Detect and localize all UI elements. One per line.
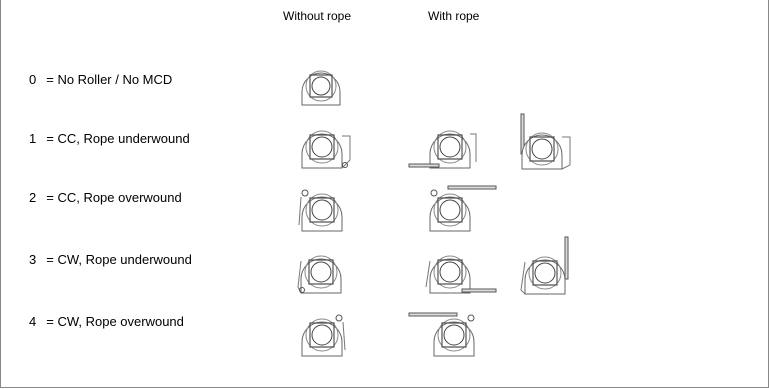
rope-up-left xyxy=(519,236,575,298)
row-label-4: 4= CW, Rope overwound xyxy=(29,314,184,329)
header-without-rope: Without rope xyxy=(283,9,352,23)
cc-roller-symbol xyxy=(298,124,354,170)
rope-over-right xyxy=(426,183,498,235)
rope-under-right xyxy=(422,247,498,299)
rope-over-left xyxy=(408,308,488,360)
row-label-3: 3= CW, Rope underwound xyxy=(29,252,192,267)
cw-overwound-symbol xyxy=(297,310,347,358)
rope-up-right xyxy=(516,113,576,173)
cw-roller-symbol xyxy=(296,247,346,297)
row-label-2: 2= CC, Rope overwound xyxy=(29,190,182,205)
row-label-1: 1= CC, Rope underwound xyxy=(29,131,190,146)
rope-under-left xyxy=(408,124,484,172)
cc-overwound-symbol xyxy=(297,185,347,233)
no-roller-symbol xyxy=(299,64,343,106)
row-label-0: 0= No Roller / No MCD xyxy=(29,72,173,87)
header-with-rope: With rope xyxy=(428,9,480,23)
